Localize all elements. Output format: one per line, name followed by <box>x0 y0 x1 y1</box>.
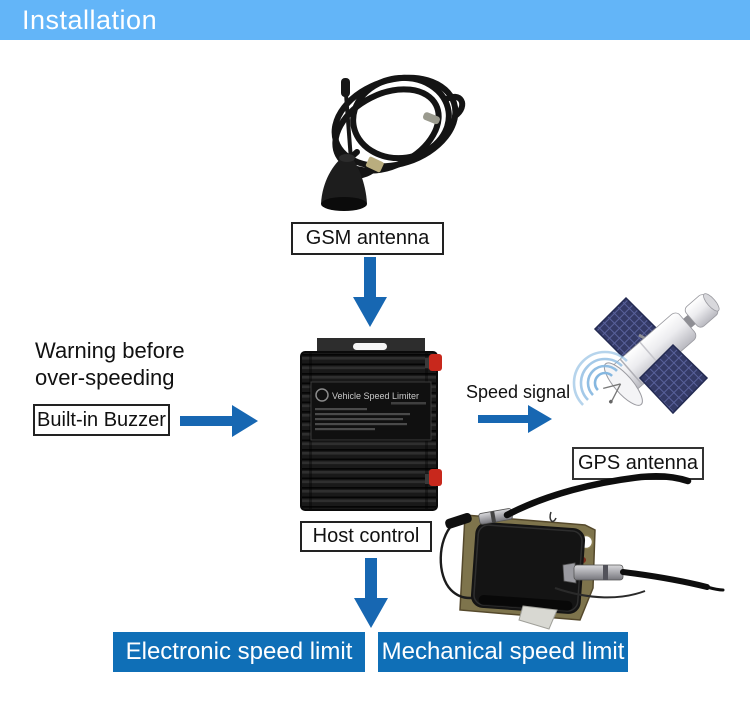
gsm-antenna-label: GSM antenna <box>291 222 444 255</box>
arrow-right-speed-signal-icon <box>478 405 552 433</box>
page-title: Installation <box>22 4 158 35</box>
warning-line2: over-speeding <box>35 365 175 390</box>
built-in-buzzer-label: Built-in Buzzer <box>33 404 170 436</box>
gsm-antenna-photo-icon <box>321 74 466 211</box>
warning-line1: Warning before <box>35 338 185 363</box>
gsm-antenna-label-text: GSM antenna <box>305 227 430 249</box>
host-control-label: Host control <box>300 521 432 552</box>
warning-text: Warning before over-speeding <box>35 337 185 391</box>
electronic-speed-limit-text: Electronic speed limit <box>125 638 353 665</box>
gps-antenna-label-text: GPS antenna <box>577 452 699 474</box>
host-control-label-text: Host control <box>312 525 420 547</box>
device-brand-text: Vehicle Speed Limiter <box>332 391 419 401</box>
arrow-down-host-icon <box>354 558 388 628</box>
mechanical-limiter-photo-icon <box>439 472 725 630</box>
gps-satellite-icon <box>572 293 720 415</box>
arrow-right-buzzer-icon <box>180 405 258 437</box>
host-device-photo-icon: Vehicle Speed Limiter <box>300 338 442 511</box>
speed-signal-text: Speed signal <box>466 382 571 402</box>
arrow-down-gsm-icon <box>353 257 387 327</box>
built-in-buzzer-label-text: Built-in Buzzer <box>37 408 166 431</box>
mechanical-speed-limit-text: Mechanical speed limit <box>381 638 625 665</box>
electronic-speed-limit-button: Electronic speed limit <box>113 632 365 672</box>
header-bar: Installation <box>0 0 750 40</box>
mechanical-speed-limit-button: Mechanical speed limit <box>378 632 628 672</box>
